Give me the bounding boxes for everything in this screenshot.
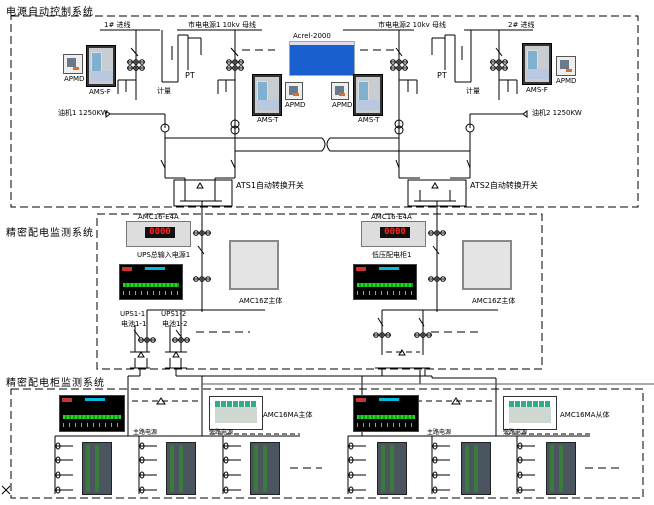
metering-right-label: 计量 — [466, 87, 480, 95]
main-road-label-left: 主路电源 — [133, 429, 158, 436]
meter-display: 0000 — [380, 227, 410, 238]
apmd-meter — [63, 54, 83, 74]
meter-model-left: AMC16-E4A — [138, 213, 179, 221]
host-label-left: AMC16Z主体 — [239, 297, 283, 305]
amc16ma-main-host — [209, 396, 263, 430]
aux-host-label: AMC16MA从体 — [560, 411, 610, 419]
city-power2-label: 市电电源2 10kv 母线 — [378, 21, 447, 29]
ams-f-protector — [86, 45, 116, 87]
ams-label: AMS-F — [89, 88, 111, 96]
battery1-1-label: 电池1-1 — [121, 320, 147, 328]
distribution-cabinet — [377, 442, 407, 495]
bus2-incoming-label: 2# 进线 — [508, 21, 535, 29]
hmi-screen-cabinet-left — [59, 395, 125, 432]
amc16-meter-left: 0000 — [126, 221, 191, 247]
ams-t-protector — [353, 74, 383, 116]
host-label-right: AMC16Z主体 — [472, 297, 516, 305]
meter-caption-right: 低压配电柜1 — [372, 251, 412, 259]
ats1-label: ATS1自动转换开关 — [236, 181, 304, 190]
bypass-label-right: 旁路电源 — [503, 429, 528, 436]
apmd-label: APMD — [556, 77, 577, 85]
bypass-label-left: 旁路电源 — [209, 429, 234, 436]
apmd-label: APMD — [285, 101, 306, 109]
distribution-cabinet — [250, 442, 280, 495]
main-road-label-right: 主路电源 — [427, 429, 452, 436]
city-power1-label: 市电电源1 10kv 母线 — [188, 21, 257, 29]
apmd-label: APMD — [64, 75, 85, 83]
distribution-cabinet — [546, 442, 576, 495]
ams-label: AMS-F — [526, 86, 548, 94]
metering-left-label: 计量 — [157, 87, 171, 95]
bus1-incoming-label: 1# 进线 — [104, 21, 131, 29]
battery1-2-label: 电池1-2 — [162, 320, 188, 328]
ups1-1-label: UPS1-1 — [120, 310, 146, 318]
hmi-screen-left — [119, 264, 183, 300]
acrel-software-label: Acrel-2000 — [293, 32, 331, 40]
ams-label: AMS-T — [358, 116, 380, 124]
ats2-label: ATS2自动转换开关 — [470, 181, 538, 190]
apmd-label: APMD — [332, 101, 353, 109]
distribution-cabinet — [82, 442, 112, 495]
apmd-meter — [285, 82, 303, 100]
meter-model-right: AMC16-E4A — [371, 213, 412, 221]
meter-display: 0000 — [145, 227, 175, 238]
pt-right-label: PT — [437, 71, 447, 80]
section-title-power-control: 电源自动控制系统 — [6, 7, 94, 18]
amc16-meter-right: 0000 — [361, 221, 426, 247]
acrel-2000-screen — [289, 41, 355, 76]
apmd-meter — [556, 56, 576, 76]
main-host-label: AMC16MA主体 — [263, 411, 313, 419]
amc16z-host-right — [462, 240, 512, 290]
hmi-screen-right — [353, 264, 417, 300]
apmd-meter — [331, 82, 349, 100]
amc16z-host-left — [229, 240, 279, 290]
generator1-label: 油机1 1250KW — [58, 109, 108, 117]
hmi-screen-cabinet-right — [353, 395, 419, 432]
ams-label: AMS-T — [257, 116, 279, 124]
section-border-cabinet — [10, 388, 644, 499]
amc16ma-aux-host — [503, 396, 557, 430]
ups1-2-label: UPS1-2 — [161, 310, 187, 318]
section-border-distribution — [96, 213, 543, 370]
distribution-cabinet — [461, 442, 491, 495]
meter-caption-left: UPS总输入电源1 — [137, 251, 191, 259]
pt-left-label: PT — [185, 71, 195, 80]
section-title-cabinet-monitor: 精密配电柜监测系统 — [6, 378, 105, 389]
section-title-distribution-monitor: 精密配电监测系统 — [6, 228, 94, 239]
ams-t-protector — [252, 74, 282, 116]
distribution-cabinet — [166, 442, 196, 495]
ams-f-protector — [522, 43, 552, 85]
section-border-power-control — [10, 15, 639, 208]
generator2-label: 油机2 1250KW — [532, 109, 582, 117]
